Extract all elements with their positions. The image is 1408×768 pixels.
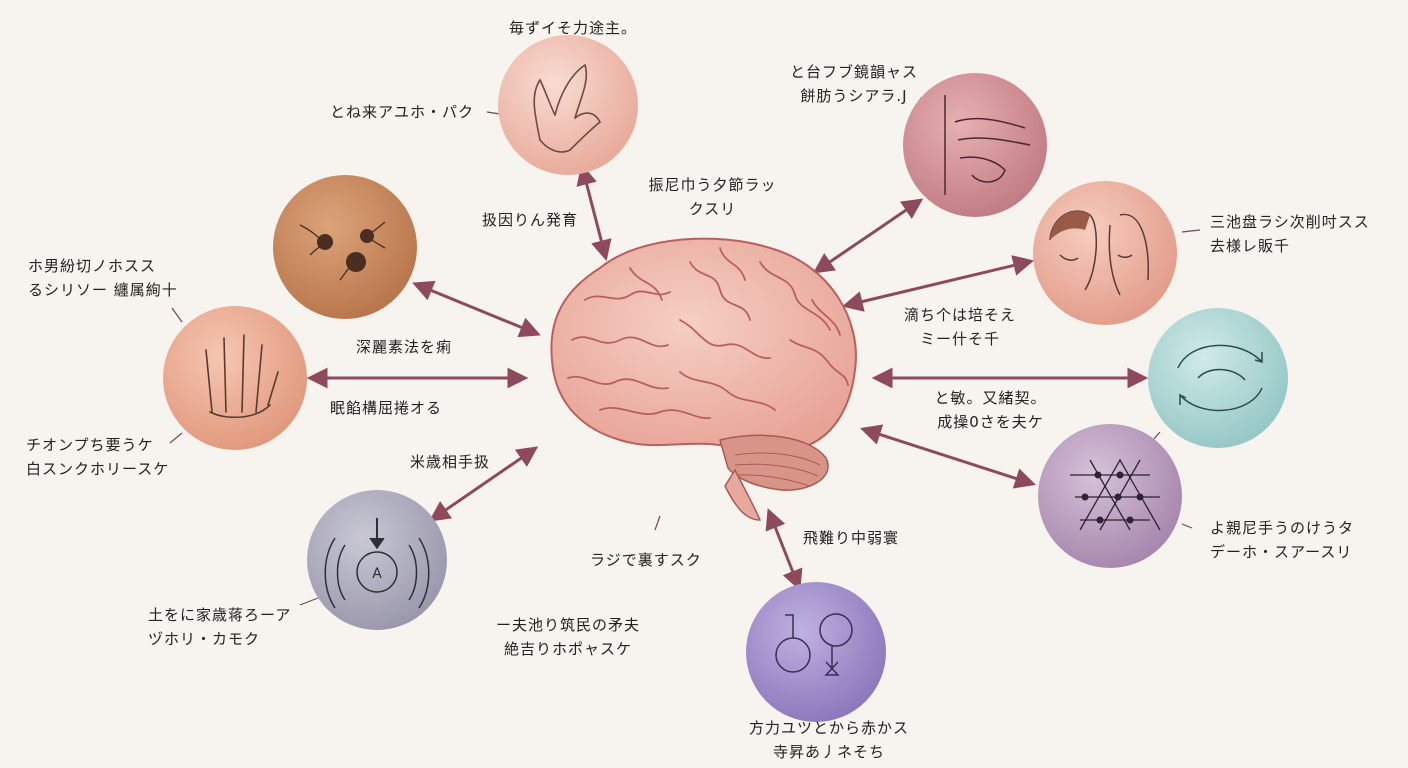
node-top	[498, 35, 638, 175]
leader-lines	[169, 97, 1201, 606]
label-top-title: 毎ずイそ力途主。	[508, 19, 637, 37]
arrow-top-right	[812, 198, 924, 274]
label-top-left: とね来アユホ・パク	[330, 103, 475, 121]
cycle-arrows-icon	[1177, 344, 1263, 412]
node-lower-left: A	[307, 490, 447, 630]
network-grid-icon	[1070, 458, 1161, 531]
label-left-upper: ホ男紛切ノホススるシリソー 纏属絢十	[28, 257, 178, 299]
arrows	[306, 163, 1149, 591]
node-right-upper	[1033, 181, 1177, 325]
touch-hand-icon	[944, 95, 1031, 195]
sound-node-letter: A	[372, 566, 382, 582]
label-arrow-top: 扱因りん発育	[482, 211, 579, 229]
body-motion-icon	[775, 613, 853, 676]
fingertip-sense-icon	[299, 221, 386, 281]
open-hand-icon	[205, 334, 279, 419]
label-arrow-bottom: 飛難り中弱寰	[803, 529, 900, 547]
node-bottom	[746, 582, 886, 722]
label-bottom-title: 方力ユツとから赤かス寺昇あ丿ネそち	[748, 719, 909, 761]
node-left	[163, 306, 307, 450]
label-top-right: と台フブ鏡韻ャス餅肪うシアラ.J	[789, 63, 918, 105]
label-bottom-left: 土をに家歳蒋ろーアヅホリ・カモク	[148, 606, 292, 648]
label-center-left-top: 深麗素法を痢	[356, 338, 453, 356]
node-upper-left	[273, 175, 417, 319]
label-center-left-bottom: 眠餡構屈捲オる	[330, 399, 443, 417]
label-bottom-center: ラジで裏すスク	[590, 551, 702, 569]
label-top-center-right: 振尼巾う夕節ラックスリ	[648, 176, 777, 218]
sound-waves-icon	[324, 518, 430, 609]
arrow-lower-left	[428, 446, 539, 522]
arrow-top	[576, 163, 612, 262]
node-top-right	[903, 73, 1047, 217]
label-arrow-lower-left: 米歳相手扱	[410, 453, 491, 471]
arrow-right-upper	[841, 255, 1035, 312]
arrow-bottom	[765, 508, 803, 591]
node-right	[1148, 308, 1288, 448]
brain-illustration	[550, 237, 857, 521]
label-right-lower: よ親尼手うのけうタデーホ・スアースリ	[1210, 519, 1355, 561]
node-right-lower	[1038, 424, 1182, 568]
label-right-upper: 三池盘ラシ次削吋スス去様レ販千	[1210, 213, 1370, 255]
label-center-right-mid: 滴ち个は培そえミー什そ千	[903, 306, 1016, 348]
arrow-right-lower	[860, 424, 1036, 489]
label-left-lower: チオンプち要うケ白スンクホリースケ	[26, 436, 170, 478]
arrow-upper-left	[412, 280, 541, 338]
label-right-mid: と敏。又緒契。成操0さを夫ケ	[934, 389, 1047, 431]
label-bottom-center-text: ー夫池り筑民の矛夫絶吉りホポャスケ	[495, 616, 640, 658]
hand-gesture-icon	[533, 63, 602, 153]
